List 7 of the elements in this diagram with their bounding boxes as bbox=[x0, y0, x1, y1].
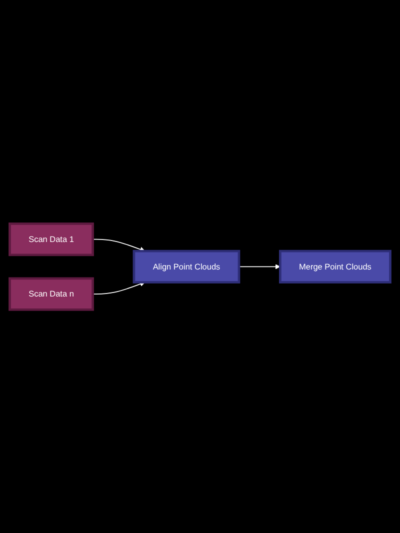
node-box: Scan Data 1 bbox=[8, 222, 94, 256]
node-box: Align Point Clouds bbox=[132, 250, 240, 284]
arrow bbox=[92, 238, 146, 252]
arrow bbox=[238, 264, 280, 270]
arrow bbox=[92, 281, 146, 294]
node-box: Merge Point Clouds bbox=[279, 250, 392, 284]
node-box: Scan Data n bbox=[8, 277, 94, 311]
